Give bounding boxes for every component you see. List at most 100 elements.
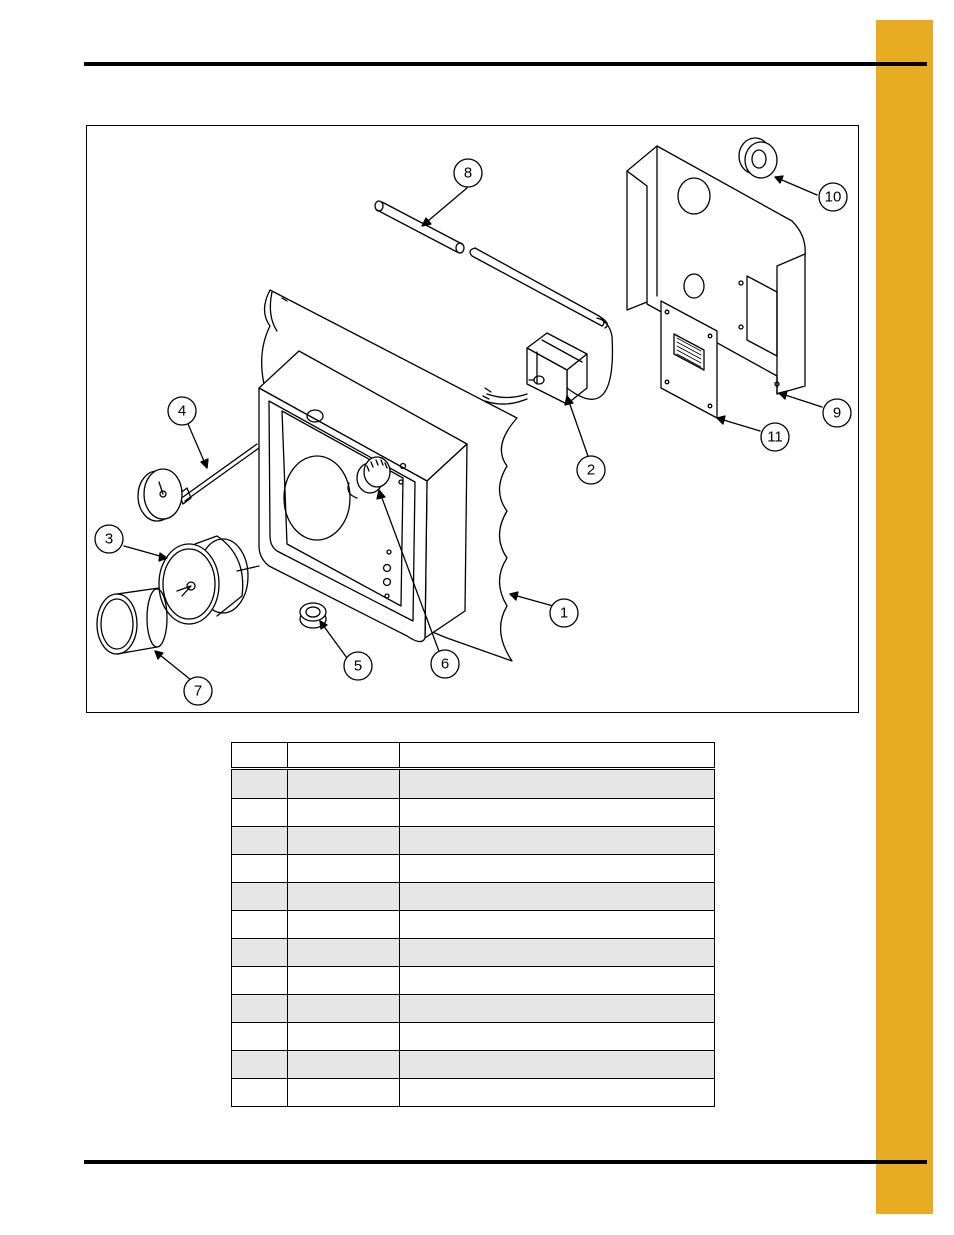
callout-label: 7 [194,683,202,700]
ref-cell [231,768,288,799]
callout-label: 3 [105,531,113,548]
part-number-cell [286,910,400,939]
callout-label: 4 [178,403,186,420]
table-row [231,882,715,911]
dial-thermometer-drawing [137,443,260,522]
parts-diagram-frame: 1 2 3 4 5 6 7 8 9 10 11 [86,125,859,713]
callout-circle [94,524,124,554]
part-number-cell [286,938,400,967]
ref-cell [231,882,288,911]
ref-cell [232,1079,288,1107]
description-cell [398,1078,715,1107]
callout-circle [818,182,848,212]
cover-plate-drawing [626,145,806,395]
header-rule [84,62,927,66]
table-row [231,910,715,939]
callout-label: 1 [560,605,568,622]
sleeve-tube-drawing [374,200,465,254]
part-number-cell [286,826,400,855]
table-row [231,1078,715,1107]
parts-table-header [231,742,715,770]
parts-exploded-diagram: 1 2 3 4 5 6 7 8 9 10 11 [94,137,852,706]
callout-circle [343,651,373,681]
grommet-drawing [738,137,778,179]
callout-circle [576,455,606,485]
table-row [231,938,715,967]
part-number-cell [286,966,400,995]
footer-rule [84,1160,927,1164]
callout-10: 10 [818,182,848,212]
callout-leaders [123,175,823,681]
description-cell [398,966,715,995]
callout-circle [453,158,483,188]
callout-3: 3 [94,524,124,554]
description-cell [398,994,715,1023]
bezel-ring-drawing [96,587,168,655]
table-row [231,826,715,855]
callout-8: 8 [453,158,483,188]
description-cell [398,798,715,827]
callout-1: 1 [549,598,579,628]
description-cell [398,1050,715,1079]
callout-markers: 1 2 3 4 5 6 7 8 9 10 11 [94,158,852,706]
callout-label: 10 [825,189,842,206]
ref-cell [232,855,288,883]
callout-4: 4 [167,396,197,426]
callout-circle [167,396,197,426]
callout-label: 6 [441,656,449,673]
ref-cell [232,1023,288,1051]
sensor-bulb-drawing [469,247,609,329]
description-cell [398,768,715,799]
table-row [231,1022,715,1051]
part-number-cell [286,994,400,1023]
ref-cell [231,938,288,967]
table-row [231,768,715,799]
description-cell [398,882,715,911]
callout-circle [430,649,460,679]
part-number-cell [286,798,400,827]
parts-table [231,742,715,1107]
description-cell [398,826,715,855]
callout-circle [760,422,790,452]
description-cell [398,910,715,939]
callout-label: 5 [354,658,362,675]
callout-circle [549,598,579,628]
part-number-cell [286,1078,400,1107]
description-cell [398,938,715,967]
thermostat-drawing [482,317,614,405]
part-number-cell [286,1050,400,1079]
callout-5: 5 [343,651,373,681]
control-box-drawing [258,350,468,643]
table-row [231,966,715,995]
ref-cell [232,967,288,995]
callout-9: 9 [822,398,852,428]
description-cell [398,1022,715,1051]
callout-label: 9 [833,405,841,422]
table-row [231,798,715,827]
callout-6: 6 [430,649,460,679]
callout-7: 7 [183,676,213,706]
description-cell [398,854,715,883]
table-row [231,994,715,1023]
description-column-header [398,742,715,770]
part-number-column-header [286,742,400,770]
table-row [231,854,715,883]
part-number-cell [286,1022,400,1051]
section-side-tab [876,20,933,1214]
ref-cell [231,1050,288,1079]
callout-label: 2 [587,462,595,479]
ref-cell [232,911,288,939]
callout-label: 8 [464,165,472,182]
callout-circle [822,398,852,428]
callout-2: 2 [576,455,606,485]
wall-sheet-drawing [261,289,518,662]
pressure-gauge-drawing [158,535,260,625]
ref-column-header [231,742,288,770]
bushing-drawing [299,602,327,629]
callout-11: 11 [760,422,790,452]
part-number-cell [286,854,400,883]
ref-cell [231,826,288,855]
ref-cell [231,994,288,1023]
ref-cell [232,799,288,827]
part-number-cell [286,768,400,799]
